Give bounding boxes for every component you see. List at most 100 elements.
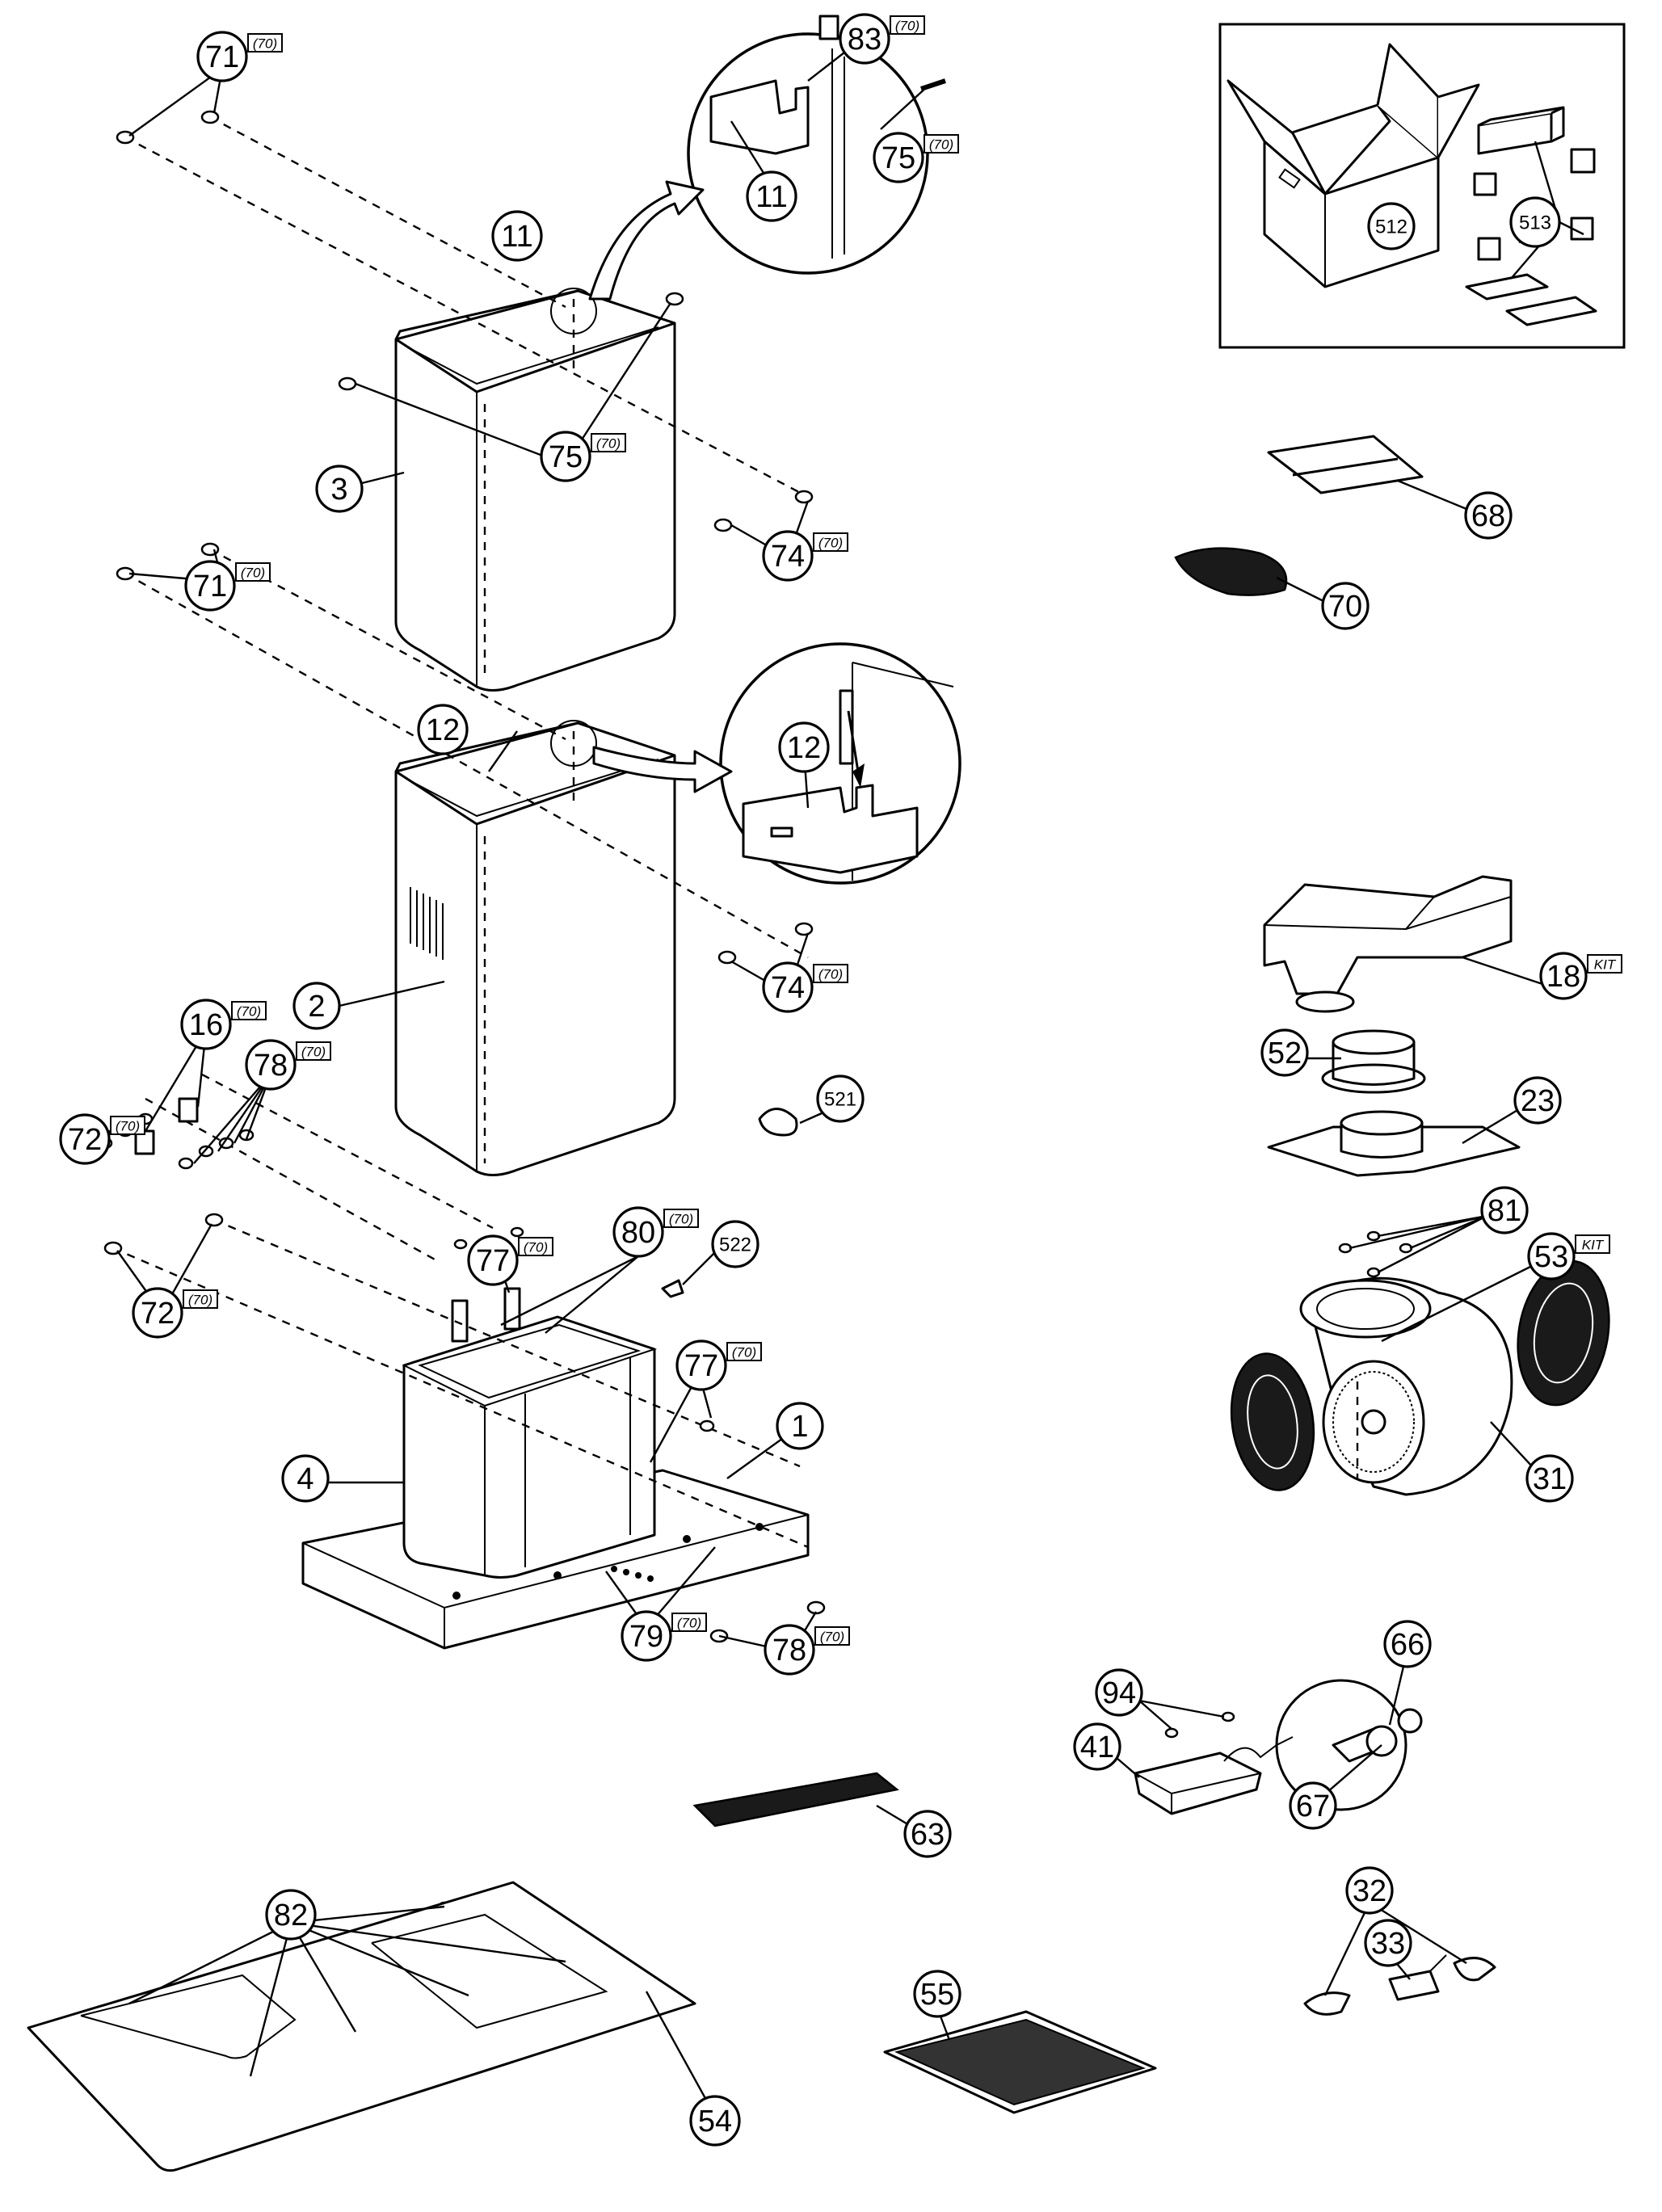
callout-number: 75: [881, 141, 915, 175]
callout-circle: [1527, 1232, 1576, 1281]
callout-c67: 67: [1289, 1781, 1337, 1830]
callout-tag-box: [110, 1116, 145, 1135]
callout-circle: [1345, 1866, 1394, 1915]
callout-number: 80: [621, 1216, 655, 1250]
callout-number: 12: [787, 731, 821, 765]
callout-number: 41: [1080, 1730, 1114, 1764]
callout-circle: [1509, 196, 1561, 248]
callout-c513: 513: [1509, 196, 1561, 248]
callout-circle: [1539, 952, 1588, 1000]
callout-number: 3: [330, 473, 347, 507]
callout-number: 12: [426, 713, 460, 747]
callout-tag: (70): [818, 967, 843, 982]
callout-tag-box: [924, 134, 959, 153]
callout-c79: 79(70): [621, 1610, 707, 1662]
callout-circle: [1367, 202, 1416, 250]
callout-c70: 70: [1321, 582, 1370, 630]
callout-number: 70: [1328, 590, 1362, 624]
detail-inset-middle: [719, 642, 961, 885]
callout-circle: [839, 13, 890, 65]
callout-c81: 81: [1480, 1186, 1529, 1234]
callout-number: 16: [189, 1008, 223, 1042]
cover-plate-part-54: [27, 1881, 696, 2172]
callout-number: 1: [791, 1410, 808, 1444]
mounting-plate-part-23: [1267, 1110, 1521, 1177]
callout-c72a: 72 (70): [59, 1113, 145, 1165]
callout-c1: 1: [776, 1402, 824, 1450]
callout-number: 52: [1268, 1037, 1302, 1070]
callout-number: 33: [1371, 1927, 1405, 1961]
cable-tie-part-521: [758, 1108, 798, 1137]
callout-tag: KIT: [1594, 957, 1617, 973]
callout-tag: KIT: [1582, 1238, 1605, 1253]
callout-c52: 52: [1260, 1028, 1309, 1077]
callout-circle: [467, 1234, 519, 1286]
callout-number: 68: [1471, 499, 1505, 533]
callout-number: 78: [772, 1634, 806, 1667]
callout-tag: (70): [818, 536, 843, 551]
callout-tag: (70): [116, 1119, 140, 1134]
callout-c80: 80(70): [612, 1206, 699, 1258]
callout-number: 77: [476, 1244, 510, 1278]
callout-c32: 32: [1345, 1866, 1394, 1915]
callout-c78a: 78 (70): [245, 1039, 331, 1091]
callout-circle: [762, 961, 814, 1013]
callout-tag: (70): [820, 1630, 844, 1645]
callout-number: 81: [1487, 1194, 1521, 1228]
callout-c83: 83(70): [839, 13, 925, 65]
callout-c11b: 11: [746, 170, 797, 222]
callout-c16: 16 (70): [180, 999, 267, 1050]
grease-filter-part-55: [883, 2010, 1157, 2114]
callout-c94: 94: [1095, 1668, 1143, 1717]
callout-number: 78: [254, 1049, 288, 1083]
callout-number: 23: [1521, 1084, 1555, 1118]
callout-circle: [132, 1287, 183, 1339]
callout-number: 4: [297, 1462, 313, 1496]
callout-tag-box: [235, 562, 271, 582]
callout-c63: 63: [903, 1810, 952, 1858]
callout-circle: [1464, 491, 1513, 540]
detail-arrow-middle: [592, 746, 733, 793]
callout-number: 74: [771, 971, 805, 1005]
callout-tag: (70): [253, 36, 277, 52]
adapter-part-52: [1321, 1029, 1426, 1094]
callout-circle: [491, 210, 543, 262]
callout-c75b: 75(70): [540, 431, 626, 482]
callout-circle: [776, 1402, 824, 1450]
callout-tag-box: [671, 1613, 707, 1632]
callout-circle: [196, 31, 248, 82]
callout-tag: (70): [188, 1293, 212, 1308]
callout-number: 53: [1534, 1240, 1568, 1274]
callout-c12a: 12: [417, 704, 469, 755]
callout-c77a: 77(70): [467, 1234, 553, 1286]
callout-c53: 53 KIT: [1527, 1232, 1610, 1281]
callout-number: 66: [1391, 1628, 1424, 1662]
callout-number: 55: [920, 1978, 954, 2012]
callout-tag: (70): [301, 1045, 326, 1060]
callout-tag: (70): [237, 1004, 261, 1020]
callout-circle: [762, 530, 814, 582]
callout-number: 31: [1533, 1462, 1567, 1496]
callout-c74a: 74 (70): [762, 530, 848, 582]
callout-circle: [903, 1810, 952, 1858]
callout-tag-box: [183, 1289, 218, 1309]
callout-c12b: 12: [778, 721, 830, 773]
callout-circle: [1095, 1668, 1143, 1717]
callout-number: 72: [141, 1297, 175, 1331]
callout-c4: 4: [281, 1454, 330, 1503]
callout-c23: 23: [1513, 1076, 1562, 1125]
callout-c71a: 71(70): [196, 31, 283, 82]
callout-number: 512: [1375, 217, 1407, 238]
callout-circle: [621, 1610, 672, 1662]
callout-number: 72: [68, 1123, 102, 1157]
callout-tag: (70): [241, 566, 265, 581]
callout-circle: [417, 704, 469, 755]
callout-c55: 55: [913, 1970, 961, 2018]
callout-tag-box: [814, 1626, 850, 1646]
callout-circle: [746, 170, 797, 222]
callout-circle: [612, 1206, 664, 1258]
grease-filter-strip-part-63: [692, 1772, 899, 1827]
callout-number: 74: [771, 540, 805, 574]
